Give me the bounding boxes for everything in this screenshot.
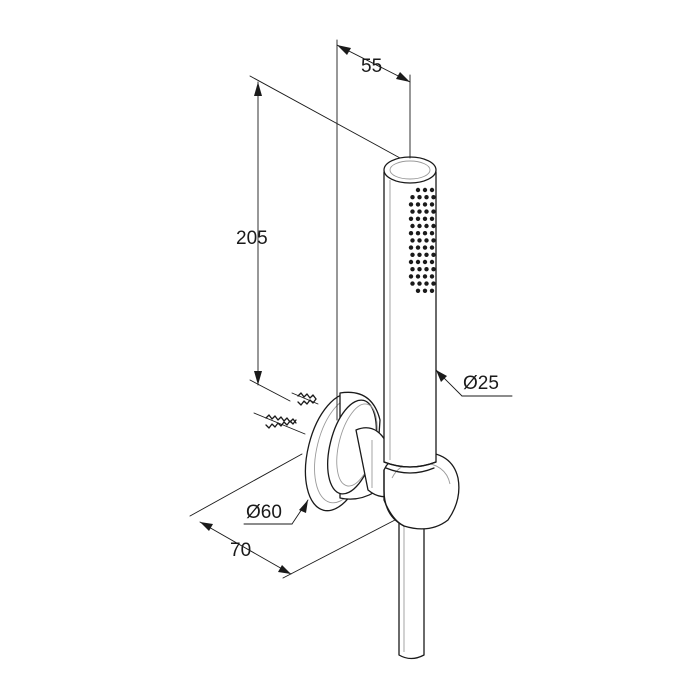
nozzle-dot [431, 252, 436, 257]
nozzle-dot [424, 238, 429, 243]
nozzle-dot [422, 187, 428, 193]
dimension-rosette-diameter: Ø60 [243, 499, 309, 525]
nozzle-dot [417, 281, 422, 286]
nozzle-dot [431, 223, 436, 229]
nozzle-dot [408, 274, 414, 279]
nozzle-dot [415, 187, 421, 193]
nozzle-dot [408, 202, 414, 207]
nozzle-dot [415, 216, 421, 221]
nozzle-dot [417, 209, 422, 214]
nozzle-dot [429, 245, 435, 250]
nozzle-dot [415, 231, 421, 236]
nozzle-dot [410, 209, 415, 214]
nozzle-dot [429, 216, 435, 221]
nozzle-dot [424, 252, 429, 257]
handset-diameter-label: Ø25 [463, 373, 499, 394]
dimension-width-top: 55 [336, 39, 411, 421]
depth-label: 70 [230, 540, 251, 561]
nozzle-dot [410, 223, 415, 229]
nozzle-dot [424, 267, 429, 272]
nozzle-dot [410, 267, 415, 272]
nozzle-dot [424, 281, 429, 286]
nozzle-dot [415, 245, 421, 250]
nozzle-dot [408, 216, 414, 221]
dimension-handset-diameter: Ø25 [435, 369, 513, 397]
nozzle-dot [424, 195, 429, 200]
hand-shower [383, 156, 437, 474]
width-top-label: 55 [361, 56, 382, 77]
nozzle-dot [415, 274, 421, 279]
nozzle-dot [408, 231, 414, 236]
hose [398, 514, 425, 660]
nozzle-dot [429, 187, 435, 193]
nozzle-dot [429, 288, 435, 293]
nozzle-dot [417, 267, 422, 272]
nozzle-dot [422, 231, 428, 236]
nozzle-dot [417, 195, 422, 200]
nozzle-dot [422, 216, 428, 221]
nozzle-dot [422, 274, 428, 279]
nozzle-dot [422, 245, 428, 250]
nozzle-dot [415, 259, 421, 265]
nozzle-dot [424, 209, 429, 214]
rosette-diameter-label: Ø60 [246, 502, 282, 523]
nozzle-dot [408, 259, 414, 265]
nozzle-dot [431, 195, 436, 200]
nozzle-dot [424, 223, 429, 229]
nozzle-dot [429, 231, 435, 236]
nozzle-dot [410, 252, 415, 257]
nozzle-dot [410, 238, 415, 243]
nozzle-dot [422, 259, 428, 265]
spray-nozzles [408, 187, 436, 293]
nozzle-dot [429, 274, 435, 279]
nozzle-dot [431, 267, 436, 272]
nozzle-dot [422, 202, 428, 207]
dimension-height: 205 [236, 75, 401, 402]
nozzle-dot [422, 288, 428, 293]
nozzle-dot [431, 238, 436, 243]
nozzle-dot [417, 238, 422, 243]
nozzle-dot [431, 281, 436, 286]
nozzle-dot [410, 195, 415, 200]
nozzle-dot [417, 252, 422, 257]
nozzle-dot [417, 223, 422, 229]
nozzle-dot [410, 281, 415, 286]
nozzle-dot [429, 259, 435, 265]
dimension-depth: 70 [189, 453, 396, 579]
nozzle-dot [429, 202, 435, 207]
nozzle-dot [415, 288, 421, 293]
nozzle-dot [408, 245, 414, 250]
nozzle-dot [431, 209, 436, 214]
wall-anchors [253, 392, 319, 435]
nozzle-dot [415, 202, 421, 207]
height-label: 205 [236, 228, 268, 249]
